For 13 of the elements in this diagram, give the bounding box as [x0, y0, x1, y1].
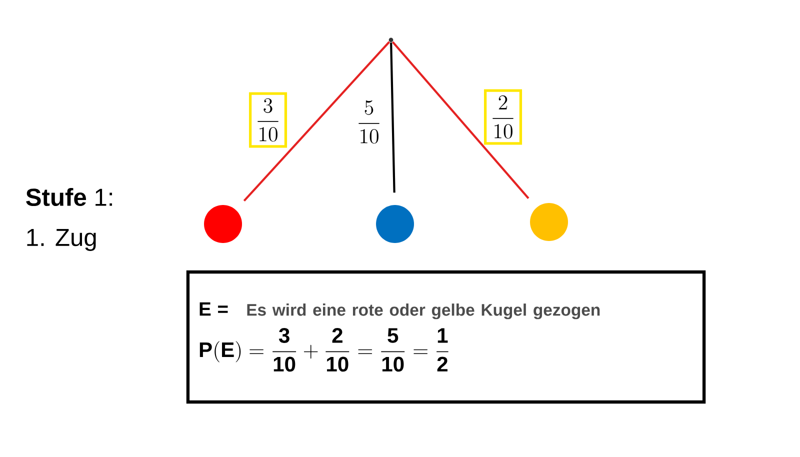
edge-label: $\frac{5}{10}$ — [351, 96, 387, 148]
formula-box: E = Es wird eine rote oder gelbe Kugel gezogen $\mathbf{P(E) = \frac{3}{10} + \frac{2}{10} = \frac{5}{10} = \frac{1}{2}}$ — [186, 270, 706, 404]
branch-point — [388, 38, 394, 42]
boxed-fraction: $\frac{2}{10}$ — [484, 89, 522, 145]
boxed-fraction: $\frac{3}{10}$ — [248, 92, 288, 148]
stage-label: 1. Zug — [27, 229, 96, 251]
branch-line — [243, 41, 390, 202]
ball — [376, 205, 414, 243]
ball — [204, 205, 242, 243]
branch-line — [390, 42, 396, 193]
branch-line — [392, 41, 530, 200]
ball — [530, 203, 568, 241]
stage-label: Stufe 1: — [26, 188, 112, 206]
